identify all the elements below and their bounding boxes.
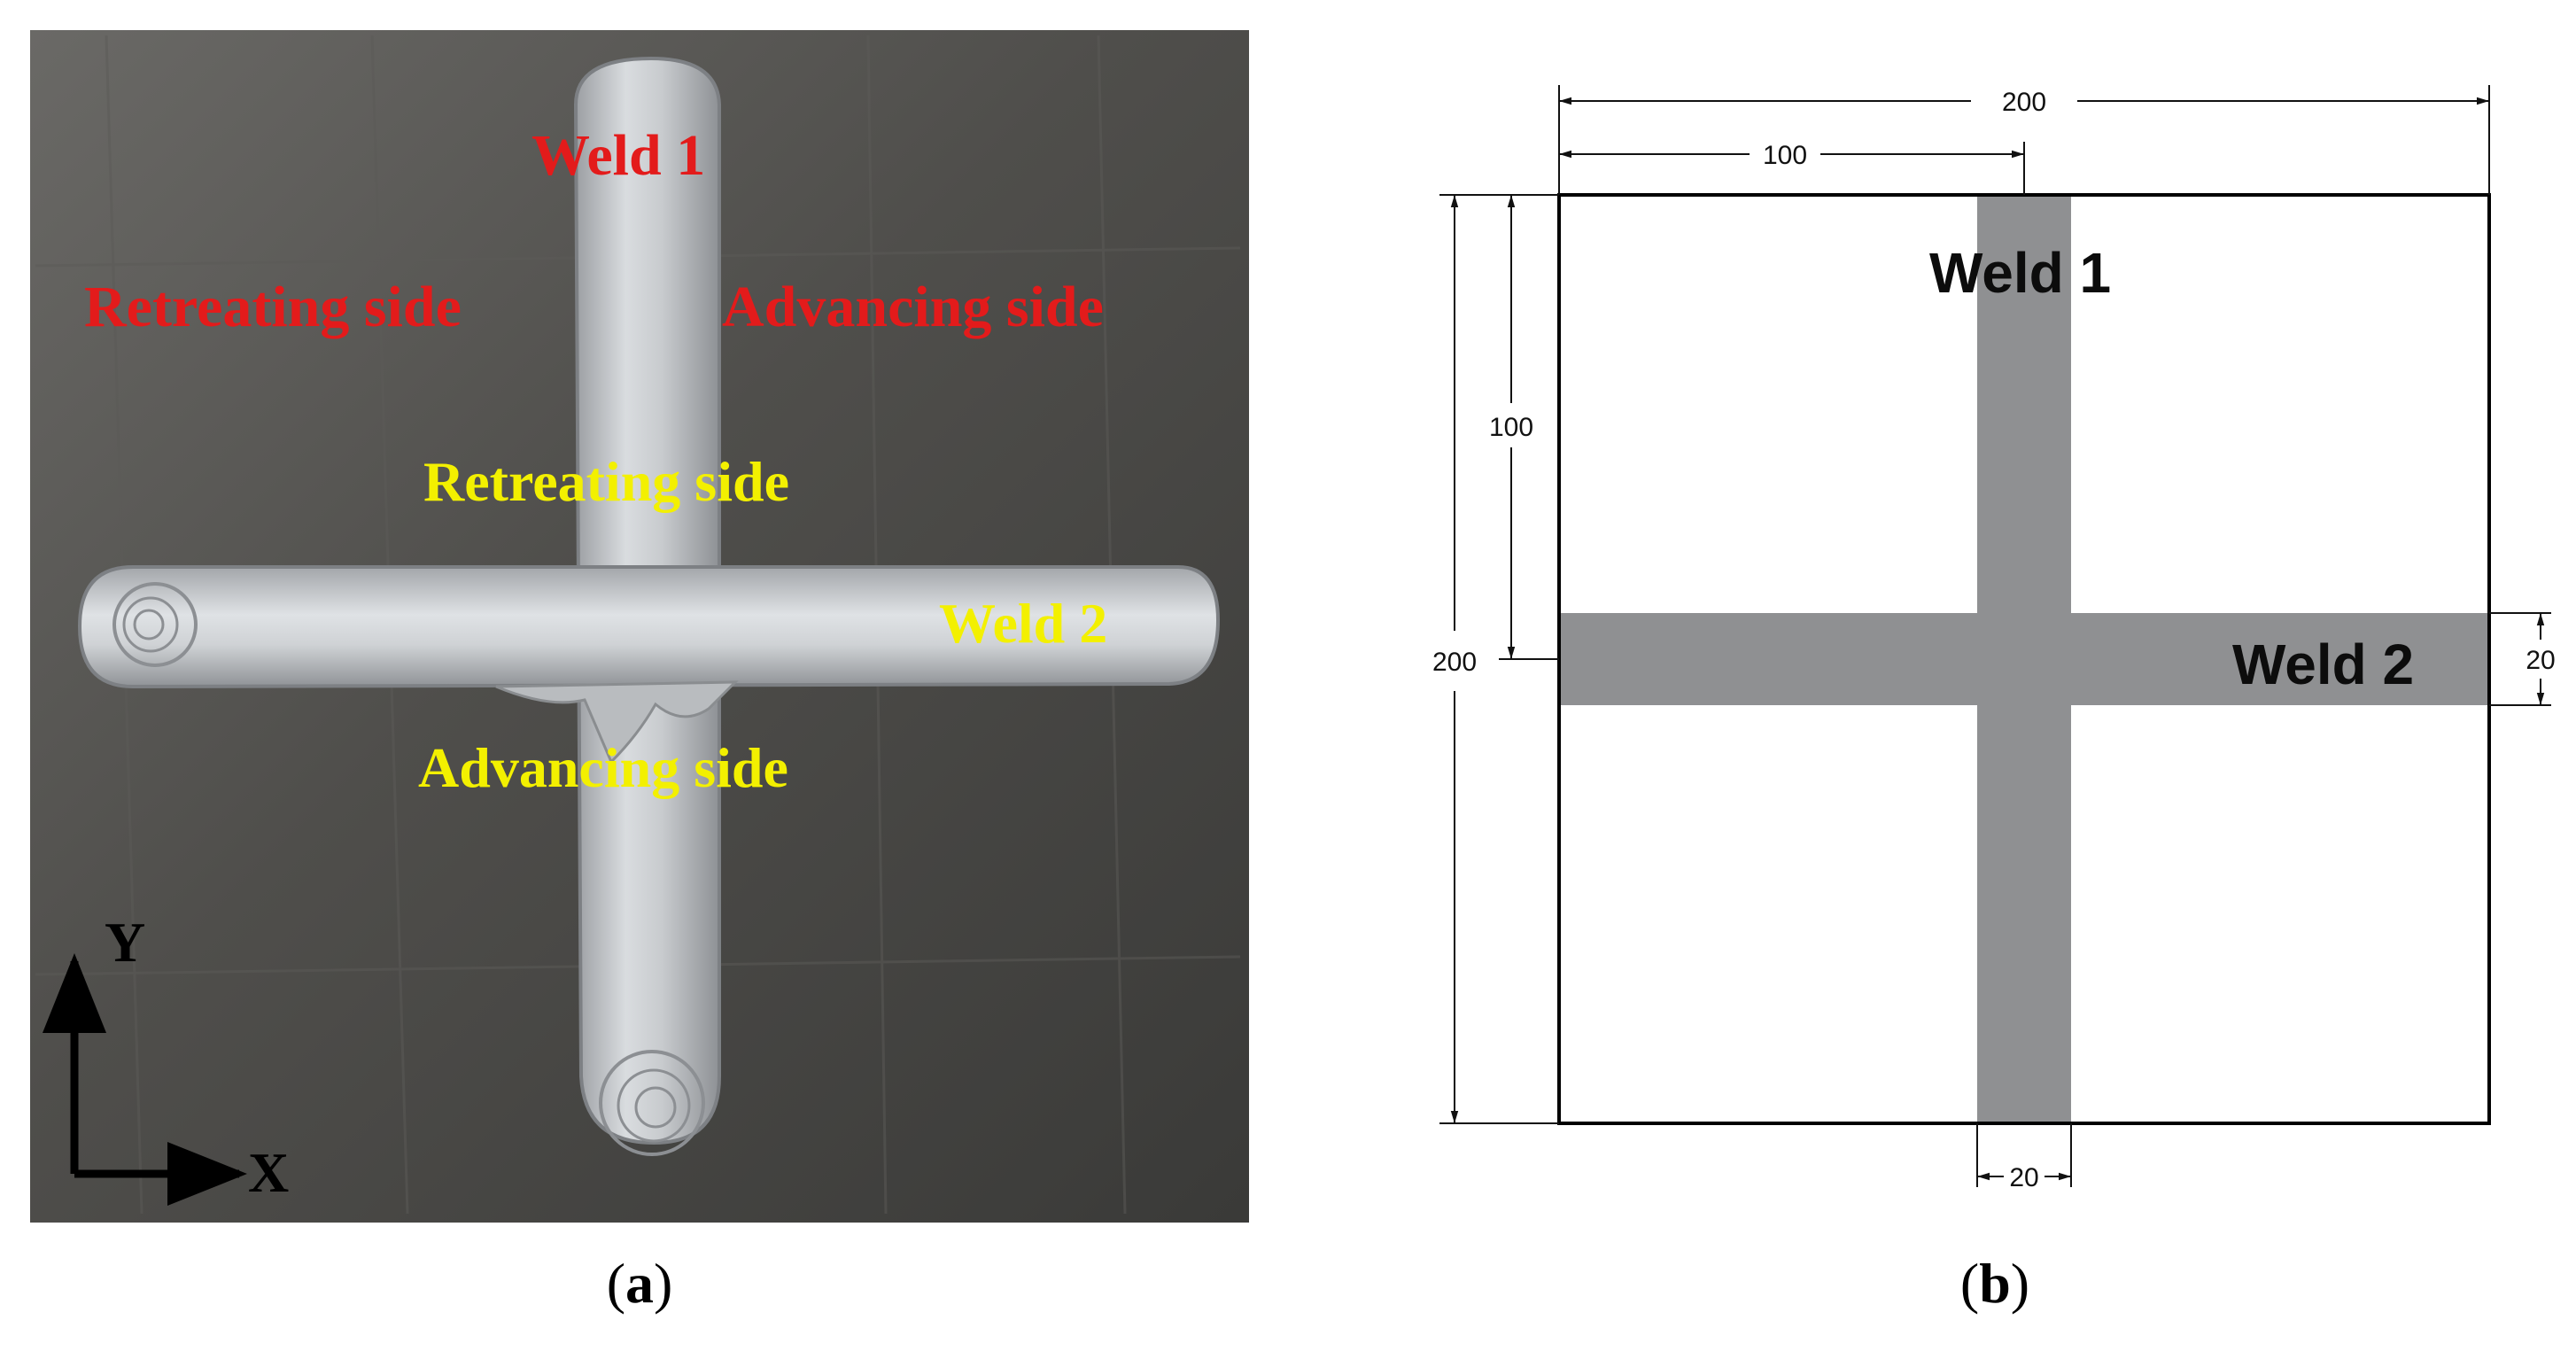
dim-total-height-value: 200	[1432, 648, 1477, 677]
photo-weld1-label: Weld 1	[531, 123, 705, 188]
dim-total-width	[1558, 85, 2490, 195]
weld2-keyhole	[113, 582, 198, 667]
dim-half-height	[1499, 195, 1559, 660]
dim-weld1-width-value: 20	[2009, 1163, 2038, 1192]
weld1-keyhole	[599, 1050, 705, 1156]
x-axis-label: X	[248, 1141, 289, 1204]
y-axis-label: Y	[105, 911, 145, 974]
panel-a: Weld 1 Retreating side Advancing side Re…	[30, 30, 1249, 1315]
axes-indicator: Y X	[42, 911, 289, 1206]
photo-advancing-side-top: Advancing side	[722, 275, 1104, 339]
caption-b: (b)	[1960, 1252, 2029, 1315]
photo-retreating-side-center: Retreating side	[423, 450, 789, 513]
weld2-strip	[1559, 613, 2489, 705]
schematic-weld1-label: Weld 1	[1929, 241, 2111, 305]
dim-half-width	[1559, 142, 2025, 195]
weld-flash	[495, 680, 739, 765]
dim-total-width-value: 200	[2002, 88, 2046, 117]
panel-b: Weld 1 Weld 2 200 100 200	[1432, 85, 2556, 1315]
dim-total-height	[1439, 194, 1559, 1124]
photo-advancing-side-center: Advancing side	[418, 736, 788, 799]
photo-retreating-side-top: Retreating side	[84, 275, 462, 339]
photo-weld2-label: Weld 2	[939, 592, 1107, 655]
dim-half-width-value: 100	[1763, 141, 1807, 170]
dim-weld2-width-value: 20	[2526, 646, 2555, 675]
caption-a: (a)	[607, 1252, 673, 1315]
schematic-weld2-label: Weld 2	[2232, 633, 2414, 696]
dim-weld1-width	[1976, 1123, 2072, 1187]
dim-weld2-width	[2489, 612, 2551, 706]
dim-half-height-value: 100	[1489, 413, 1533, 442]
